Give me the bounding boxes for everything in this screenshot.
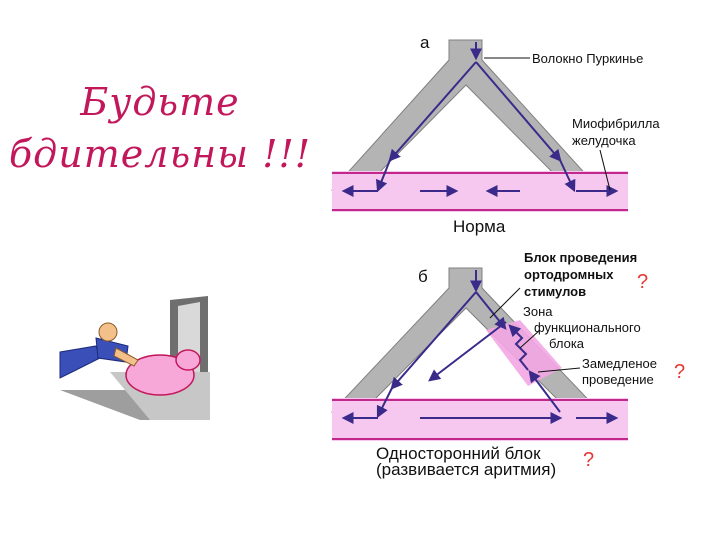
panel-b-letter: б xyxy=(418,267,428,286)
impulse-arrows-a xyxy=(341,42,619,197)
man-legs xyxy=(59,345,101,379)
label-myofibril-1: Миофибрилла xyxy=(572,116,660,131)
label-block-1: Блок проведения xyxy=(524,250,637,265)
man-head xyxy=(98,322,118,342)
caption-unidirectional-1: Односторонний блок xyxy=(376,444,541,463)
panel-b: б Блок проведения ортодромных стимулов ?… xyxy=(330,250,685,479)
man-pushing-pig-clipart xyxy=(59,296,210,420)
leader-slow xyxy=(537,367,581,373)
slogan-line-1: Будьте xyxy=(80,80,240,124)
label-slow-1: Замедленое xyxy=(582,356,657,371)
question-arrhythmia: ? xyxy=(583,449,594,471)
panel-a-letter: а xyxy=(420,33,430,52)
label-zone-2: функционального xyxy=(534,320,641,335)
leader-myofibril xyxy=(599,149,611,191)
question-block: ? xyxy=(637,271,648,293)
pig-head xyxy=(175,349,201,371)
label-zone-1: Зона xyxy=(523,304,553,319)
label-slow-2: проведение xyxy=(582,372,654,387)
label-block-2: ортодромных xyxy=(524,267,614,282)
slogan-line-2: бдительны !!! xyxy=(8,132,312,176)
label-myofibril-2: желудочка xyxy=(572,133,636,148)
caption-unidirectional-2: (развивается аритмия) xyxy=(376,460,556,479)
impulse-arrows-b xyxy=(341,270,619,424)
caption-norm: Норма xyxy=(453,217,506,236)
leader-block xyxy=(489,287,521,319)
leader-zone xyxy=(519,329,541,349)
label-block-3: стимулов xyxy=(524,284,586,299)
question-slow: ? xyxy=(674,361,685,383)
man-arm xyxy=(113,347,139,367)
label-purkinje: Волокно Пуркинье xyxy=(532,51,643,66)
myofibril-band-b xyxy=(332,398,628,441)
panel-a: а Волокно Пуркинье Миофибрилла желудочка… xyxy=(330,33,660,236)
label-zone-3: блока xyxy=(549,336,585,351)
